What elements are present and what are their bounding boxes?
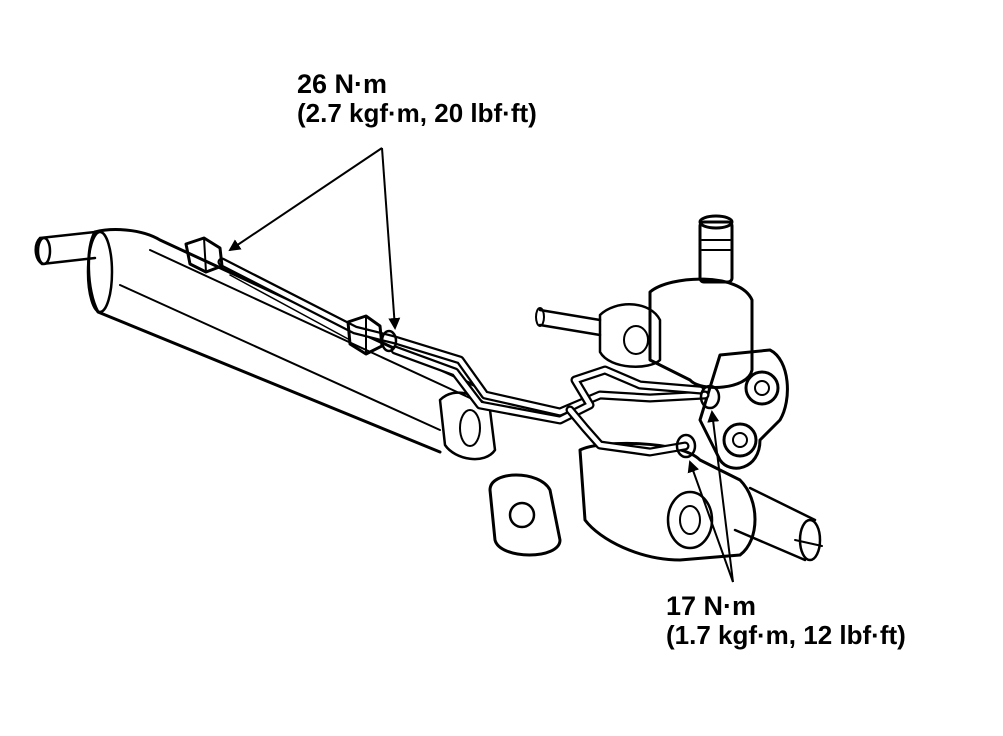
valve-body (438, 214, 789, 562)
arrow-upper-to-left-nut (228, 147, 383, 252)
arrow-lower-to-lower-port (687, 460, 734, 583)
torque-conversion-upper: (2.7 kgf·m, 20 lbf·ft) (297, 98, 537, 129)
rack-housing (34, 228, 823, 562)
arrow-lower-to-upper-port (707, 410, 734, 583)
flare-nuts (184, 236, 721, 459)
torque-conversion-lower: (1.7 kgf·m, 12 lbf·ft) (666, 620, 906, 651)
torque-callout-lower: 17 N·m (1.7 kgf·m, 12 lbf·ft) (666, 591, 906, 651)
fluid-lines (217, 257, 710, 457)
flare-nut-mid-union (380, 329, 398, 353)
torque-value-lower: 17 N·m (666, 591, 757, 621)
arrow-upper-to-mid-nut (381, 147, 401, 330)
leader-arrows (228, 147, 734, 583)
flare-nut-port-lower (675, 433, 697, 459)
flare-nut-port-upper (699, 384, 721, 410)
torque-value-upper: 26 N·m (297, 69, 388, 99)
torque-callout-upper: 26 N·m (2.7 kgf·m, 20 lbf·ft) (297, 69, 537, 129)
